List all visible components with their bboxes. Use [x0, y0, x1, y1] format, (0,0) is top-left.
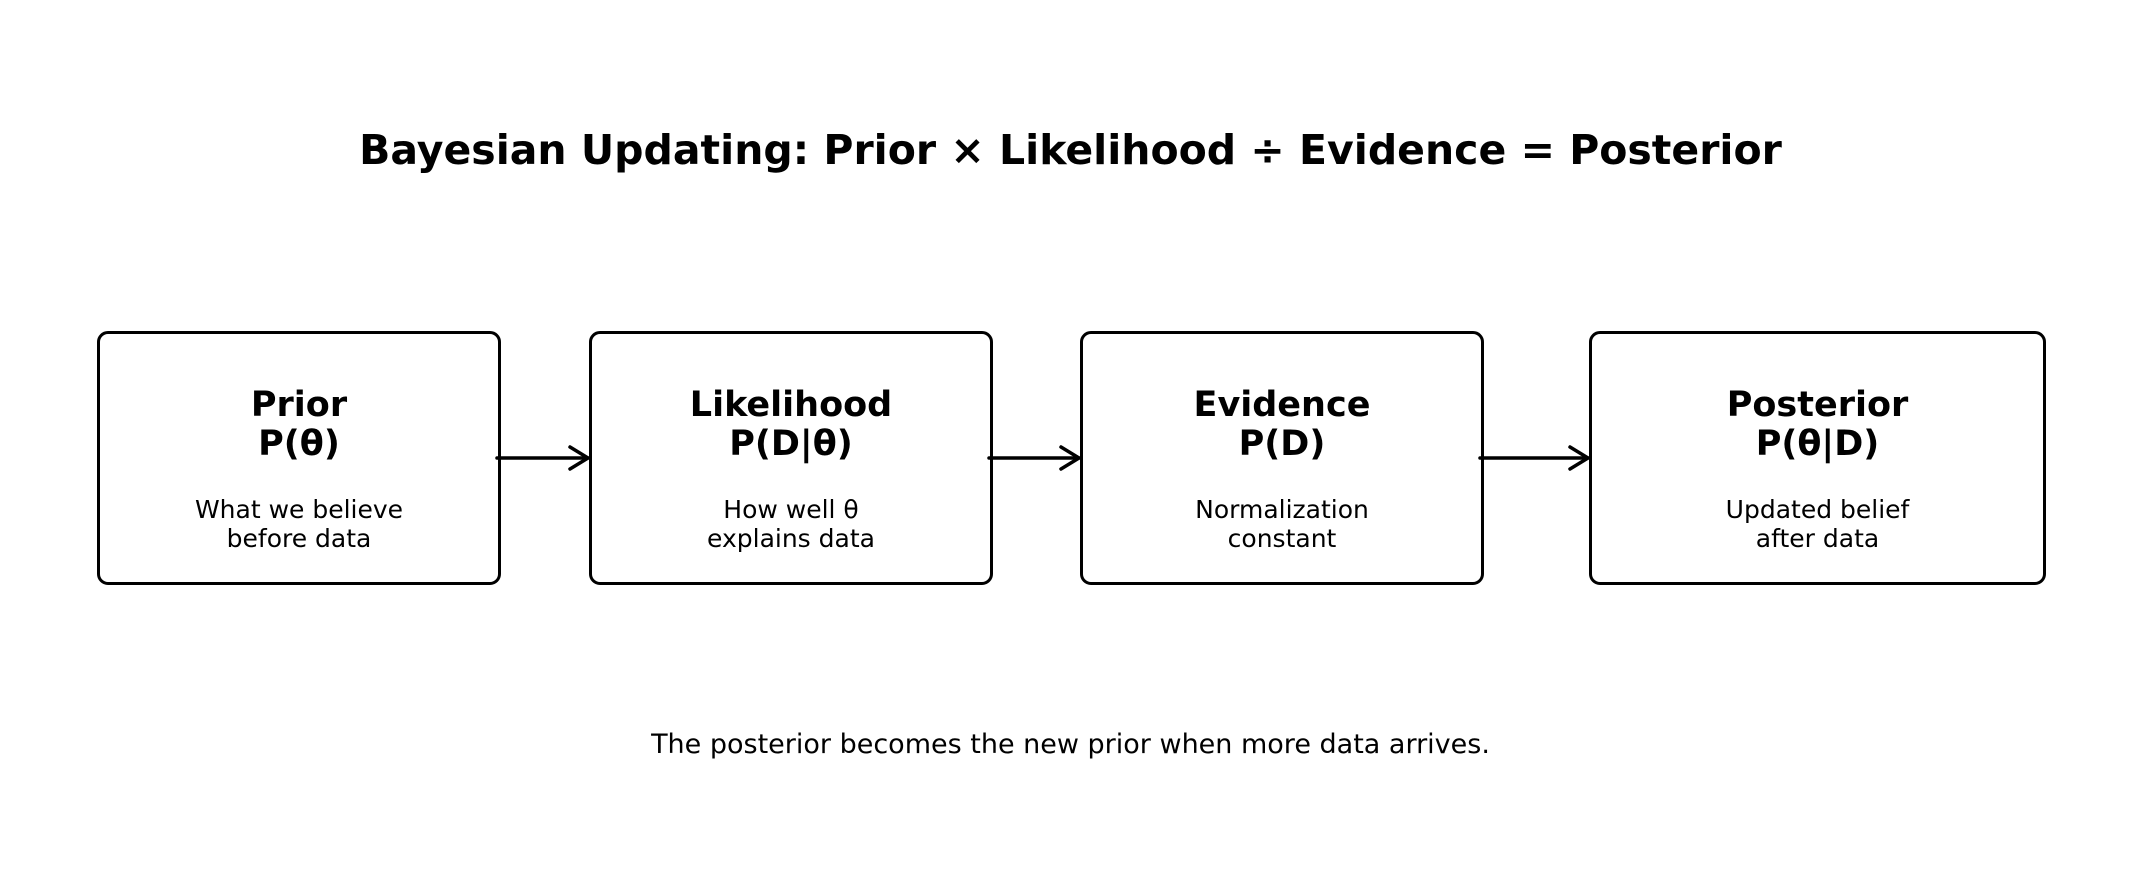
arrow-likelihood-to-evidence — [987, 445, 1081, 471]
evidence-description: Normalization constant — [1195, 495, 1369, 553]
posterior-description: Updated belief after data — [1725, 495, 1910, 553]
prior-name: Prior — [250, 385, 348, 425]
likelihood-box: Likelihood P(D|θ) How well θ explains da… — [589, 331, 993, 585]
prior-box: Prior P(θ) What we believe before data — [97, 331, 501, 585]
arrow-evidence-to-posterior — [1478, 445, 1590, 471]
evidence-name: Evidence — [1193, 385, 1371, 425]
arrow-prior-to-likelihood — [495, 445, 590, 471]
diagram-title: Bayesian Updating: Prior × Likelihood ÷ … — [359, 126, 1782, 174]
posterior-box: Posterior P(θ|D) Updated belief after da… — [1589, 331, 2046, 585]
likelihood-formula: P(D|θ) — [729, 424, 853, 464]
likelihood-name: Likelihood — [689, 385, 893, 425]
posterior-formula: P(θ|D) — [1755, 424, 1880, 464]
prior-formula: P(θ) — [258, 424, 340, 464]
evidence-box: Evidence P(D) Normalization constant — [1080, 331, 1484, 585]
prior-description: What we believe before data — [194, 495, 404, 553]
likelihood-description: How well θ explains data — [707, 495, 875, 553]
evidence-formula: P(D) — [1238, 424, 1326, 464]
posterior-name: Posterior — [1726, 385, 1909, 425]
footnote: The posterior becomes the new prior when… — [651, 729, 1490, 760]
